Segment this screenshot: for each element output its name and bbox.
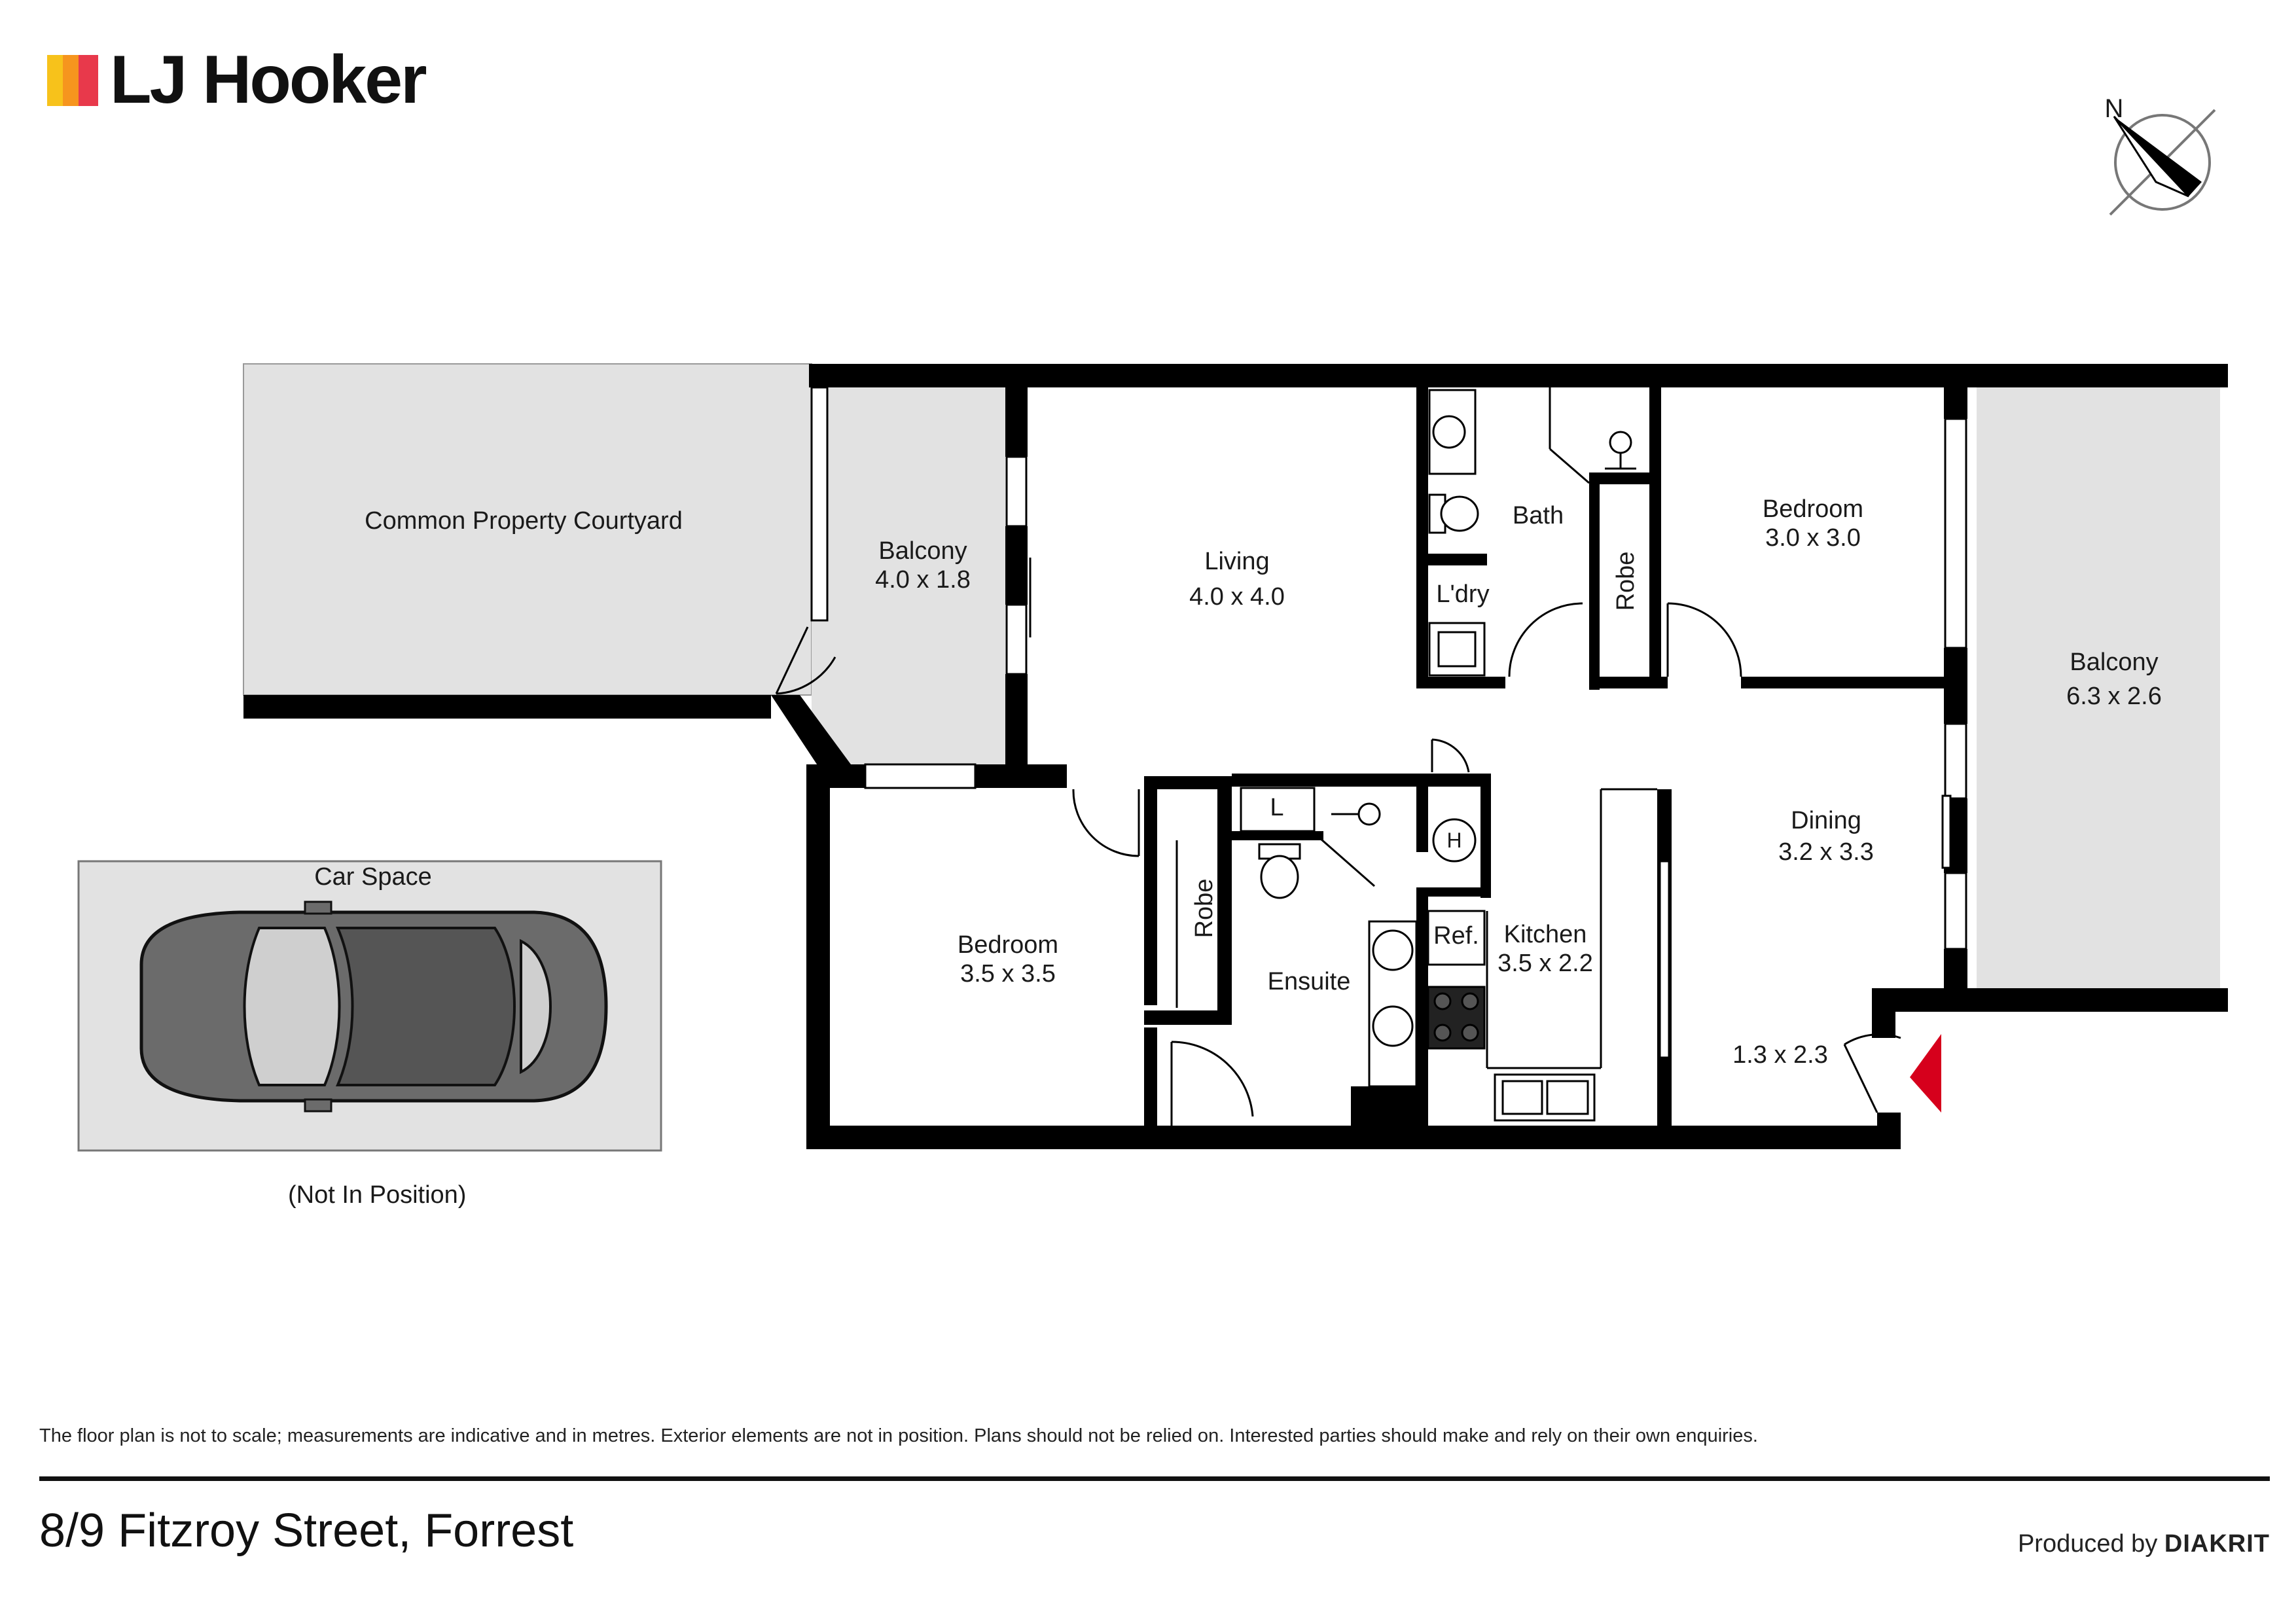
- label-courtyard: Common Property Courtyard: [365, 507, 683, 535]
- balcony-east-fill: [1977, 387, 2220, 999]
- courtyard-fill: [243, 363, 812, 696]
- compass-icon: [2109, 109, 2216, 216]
- label-balcony-west: Balcony 4.0 x 1.8: [875, 537, 971, 594]
- doors: [775, 387, 1901, 1126]
- label-car-space: Car Space: [314, 863, 432, 891]
- car-icon: [139, 901, 608, 1113]
- entry-marker: [1910, 1034, 1941, 1113]
- label-balcony-east: Balcony 6.3 x 2.6: [2066, 649, 2162, 710]
- producer-name: DIAKRIT: [2164, 1530, 2270, 1558]
- property-address: 8/9 Fitzroy Street, Forrest: [39, 1505, 574, 1557]
- label-dining: Dining 3.2 x 3.3: [1778, 807, 1874, 866]
- label-entry: 1.3 x 2.3: [1732, 1041, 1828, 1069]
- label-bedroom-1: Bedroom 3.0 x 3.0: [1762, 495, 1864, 552]
- label-hws: H: [1446, 829, 1462, 852]
- label-linen: L: [1270, 794, 1284, 821]
- producer-prefix: Produced by: [2017, 1530, 2158, 1558]
- label-fridge: Ref.: [1433, 922, 1479, 950]
- label-kitchen: Kitchen 3.5 x 2.2: [1498, 921, 1593, 977]
- label-robe-1: Robe: [1612, 551, 1640, 611]
- car-not-in-position-note: (Not In Position): [288, 1181, 467, 1209]
- label-bath: Bath: [1512, 502, 1564, 529]
- producer-credit: Produced by DIAKRIT: [2018, 1530, 2270, 1558]
- footer-divider: [39, 1476, 2270, 1481]
- label-laundry: L'dry: [1436, 580, 1490, 608]
- label-living: Living 4.0 x 4.0: [1189, 548, 1285, 611]
- label-compass-n: N: [2104, 94, 2124, 123]
- label-robe-2: Robe: [1191, 878, 1218, 938]
- balcony-west-fill: [812, 387, 1005, 764]
- logo-mark: [47, 55, 98, 106]
- brand-name: LJ Hooker: [110, 42, 427, 118]
- disclaimer: The floor plan is not to scale; measurem…: [39, 1425, 1758, 1446]
- fixtures: [1240, 389, 1657, 1122]
- label-bedroom-2: Bedroom 3.5 x 3.5: [957, 931, 1059, 988]
- label-ensuite: Ensuite: [1267, 968, 1351, 995]
- walls: [243, 364, 2228, 1149]
- windows: [810, 386, 1967, 1059]
